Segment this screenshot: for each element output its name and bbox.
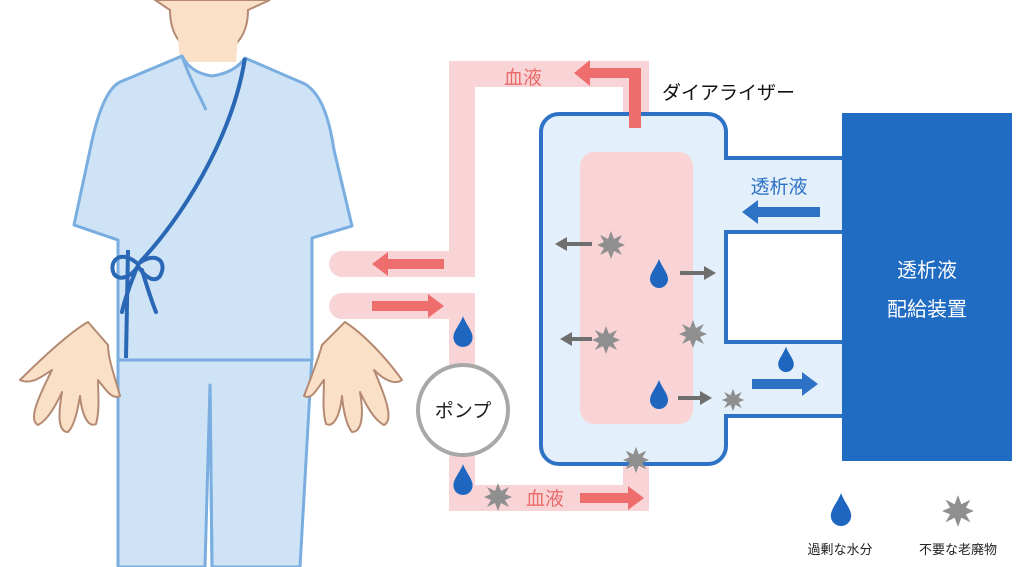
legend: 過剰な水分 不要な老廃物 — [807, 493, 997, 558]
dialyzer — [539, 112, 728, 466]
legend-waste-label: 不要な老廃物 — [919, 542, 997, 558]
blood-label-bottom: 血液 — [526, 488, 564, 510]
water-drop-icon — [830, 493, 852, 526]
legend-water-label: 過剰な水分 — [807, 543, 872, 558]
arrow-right-icon — [580, 486, 644, 510]
arrow-right-icon — [678, 391, 712, 405]
arrow-bend-icon — [574, 60, 641, 128]
dialysate-label: 透析液 — [750, 176, 807, 198]
blood-arrows — [372, 60, 644, 510]
pump-label: ポンプ — [435, 400, 491, 422]
patient-figure — [19, 0, 403, 567]
patient-gown — [72, 54, 354, 362]
arrow-left-icon — [555, 237, 592, 251]
arrow-right-icon — [372, 294, 444, 318]
gown-bow — [110, 254, 165, 314]
blood-label-top: 血液 — [504, 67, 542, 89]
arrow-right-icon — [680, 266, 716, 280]
patient-pants — [116, 353, 314, 567]
machine-label-line2: 配給装置 — [887, 297, 967, 321]
right-hand — [303, 321, 403, 433]
waste-burst-icon — [942, 495, 974, 527]
arrow-left-icon — [372, 252, 444, 276]
arrow-left-icon — [560, 332, 592, 346]
left-hand — [19, 321, 121, 433]
machine-label-line1: 透析液 — [897, 258, 957, 282]
arrow-left-icon — [742, 200, 820, 224]
dialysate-supply-machine: 透析液 配給装置 — [842, 113, 1012, 461]
dialyzer-blood-channel — [580, 152, 693, 424]
arrow-right-icon — [752, 372, 818, 396]
dialyzer-label: ダイアライザー — [662, 82, 795, 104]
dialysate-arrows — [742, 200, 820, 396]
pump: ポンプ — [416, 363, 510, 457]
transfer-arrows — [555, 237, 716, 405]
